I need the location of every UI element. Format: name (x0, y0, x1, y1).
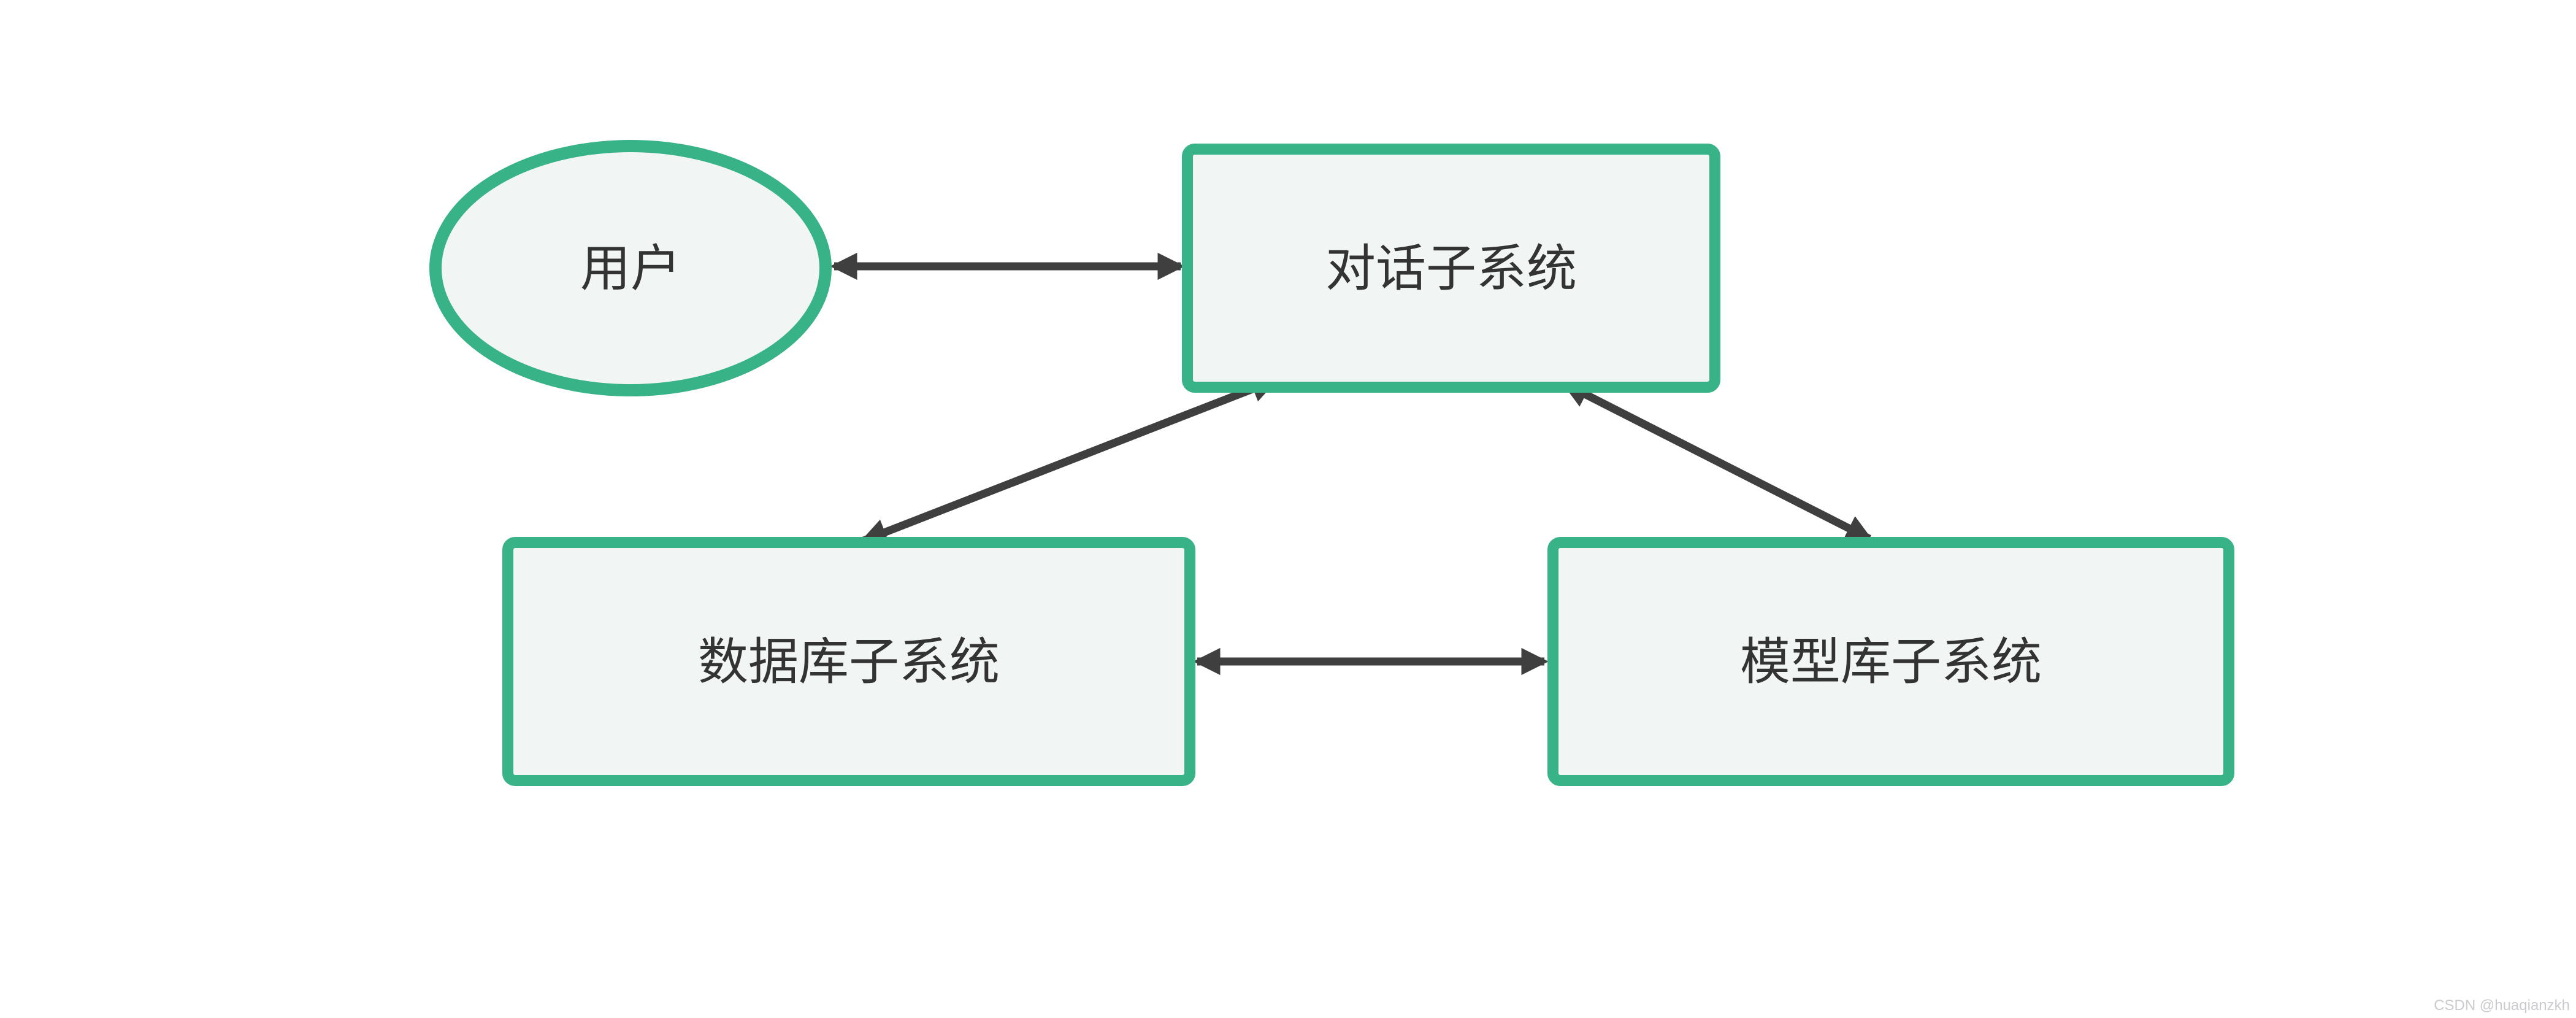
node-database-subsystem-label: 数据库子系统 (698, 634, 1000, 690)
csdn-watermark: CSDN @huaqianzkh (2434, 997, 2570, 1014)
node-model-subsystem: 模型库子系统 (1547, 537, 2234, 786)
edge-dialog-model (1562, 380, 1873, 542)
node-dialog-subsystem-label: 对话子系统 (1325, 241, 1577, 297)
node-user: 用户 (429, 140, 832, 396)
edge-dialog-database (859, 376, 1279, 545)
double-arrow-dialog-database (859, 376, 1279, 545)
double-arrow-dialog-model (1562, 380, 1873, 542)
node-user-label: 用户 (580, 241, 681, 297)
node-model-subsystem-label: 模型库子系统 (1740, 634, 2042, 690)
node-database-subsystem: 数据库子系统 (502, 537, 1195, 786)
dialog-subsystem-rect-shape (1182, 144, 1720, 393)
user-ellipse-shape (429, 140, 832, 396)
node-dialog-subsystem: 对话子系统 (1182, 144, 1720, 393)
model-subsystem-rect-shape (1547, 537, 2234, 786)
database-subsystem-rect-shape (502, 537, 1195, 786)
